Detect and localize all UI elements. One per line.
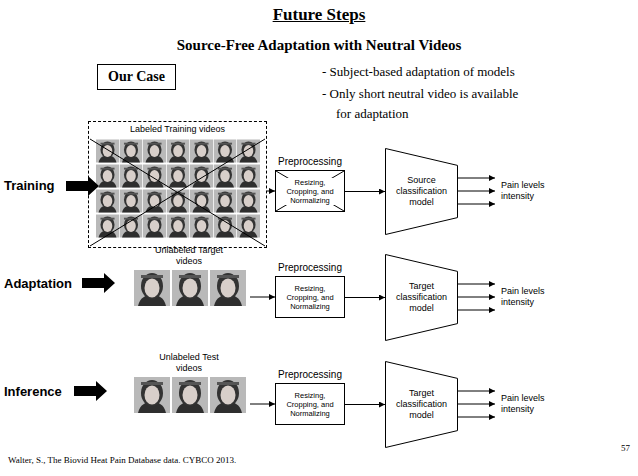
frame-row [96,215,260,238]
face-image [172,377,208,413]
box-text: Resizing, Cropping, and Normalizing [279,178,341,205]
model-trapezoid: Target classification model [385,361,458,448]
slide-title: Future Steps [0,5,638,25]
dashed-group: Labeled Training videos [88,121,267,248]
video-group: Unlabeled Target videos [128,245,250,307]
frame-row [96,165,260,188]
output-arrow [458,178,495,179]
cross-out [90,139,344,246]
subtitle: Source-Free Adaptation with Neutral Vide… [0,37,638,54]
model-text: Source classification model [391,175,452,208]
output-label: Pain levels intensity [501,180,567,202]
flow-connector [250,297,275,298]
stage-label: Inference [4,384,72,399]
face-image [210,270,246,306]
process-box: Resizing, Cropping, and Normalizing [275,383,345,425]
block-arrow [66,176,99,196]
cross-line [276,171,344,211]
trapezoid-shape [386,362,458,448]
preprocessing-node: PreprocessingResizing, Cropping, and Nor… [268,262,352,318]
page-number: 57 [606,443,630,453]
box-text: Resizing, Cropping, and Normalizing [279,391,341,418]
citation: Walter, S., The Biovid Heat Pain Databas… [8,455,408,465]
block-arrow [74,381,107,401]
stage-label: Training [4,178,64,193]
case-box: Our Case [97,64,176,90]
frame-row [96,140,260,163]
bullet-text: - Subject-based adaptation of models [322,64,602,80]
model-text-wrap: Target classification model [391,281,452,314]
flow-connector [250,404,275,405]
trapezoid-shape [386,149,458,235]
output-arrow [458,284,495,285]
face-image [134,377,170,413]
cross-line [90,139,265,246]
model-trapezoid: Source classification model [385,148,458,235]
output-label: Pain levels intensity [501,286,567,308]
box-text: Our Case [108,69,165,85]
output-arrow [458,404,495,405]
output-arrow [458,391,495,392]
output-arrows [458,178,495,417]
flow-connector [267,191,275,192]
model-trapezoid: Target classification model [385,254,458,341]
video-group: Unlabeled Test videos [128,352,250,414]
preprocessing-node: PreprocessingResizing, Cropping, and Nor… [268,369,352,425]
output-label: Pain levels intensity [501,393,567,415]
test-frames [134,377,246,413]
face-image [134,270,170,306]
model-text-wrap: Source classification model [391,175,452,208]
stage-label: Adaptation [4,276,80,291]
process-box: Resizing, Cropping, and Normalizing [275,170,345,212]
step-heading: Preprocessing [268,369,352,381]
process-box: Resizing, Cropping, and Normalizing [275,276,345,318]
flow-connector [345,297,385,298]
output-arrow [458,417,495,418]
step-heading: Preprocessing [268,156,352,168]
model-text: Target classification model [391,281,452,314]
output-arrow [458,310,495,311]
trapezoid-shape [386,255,458,341]
face-image [210,377,246,413]
group-heading: Labeled Training videos [89,122,266,135]
training-frames [96,140,260,238]
cross-line [276,171,344,211]
output-arrow [458,204,495,205]
adaptation-frames [134,270,246,306]
face-image [172,270,208,306]
box-text: Resizing, Cropping, and Normalizing [279,284,341,311]
block-arrow [82,273,115,293]
output-arrow [458,297,495,298]
model-text: Target classification model [391,388,452,421]
stage-arrows [66,176,115,401]
flow-connector [345,191,385,192]
group-heading: Unlabeled Target videos [149,245,229,267]
flow-connector [345,404,385,405]
output-arrow [458,191,495,192]
step-heading: Preprocessing [268,262,352,274]
cross-line [90,139,265,246]
preprocessing-node: PreprocessingResizing, Cropping, and Nor… [268,156,352,212]
bullet-text: - Only short neutral video is available … [322,84,522,124]
group-heading: Unlabeled Test videos [149,352,229,374]
model-text-wrap: Target classification model [391,388,452,421]
